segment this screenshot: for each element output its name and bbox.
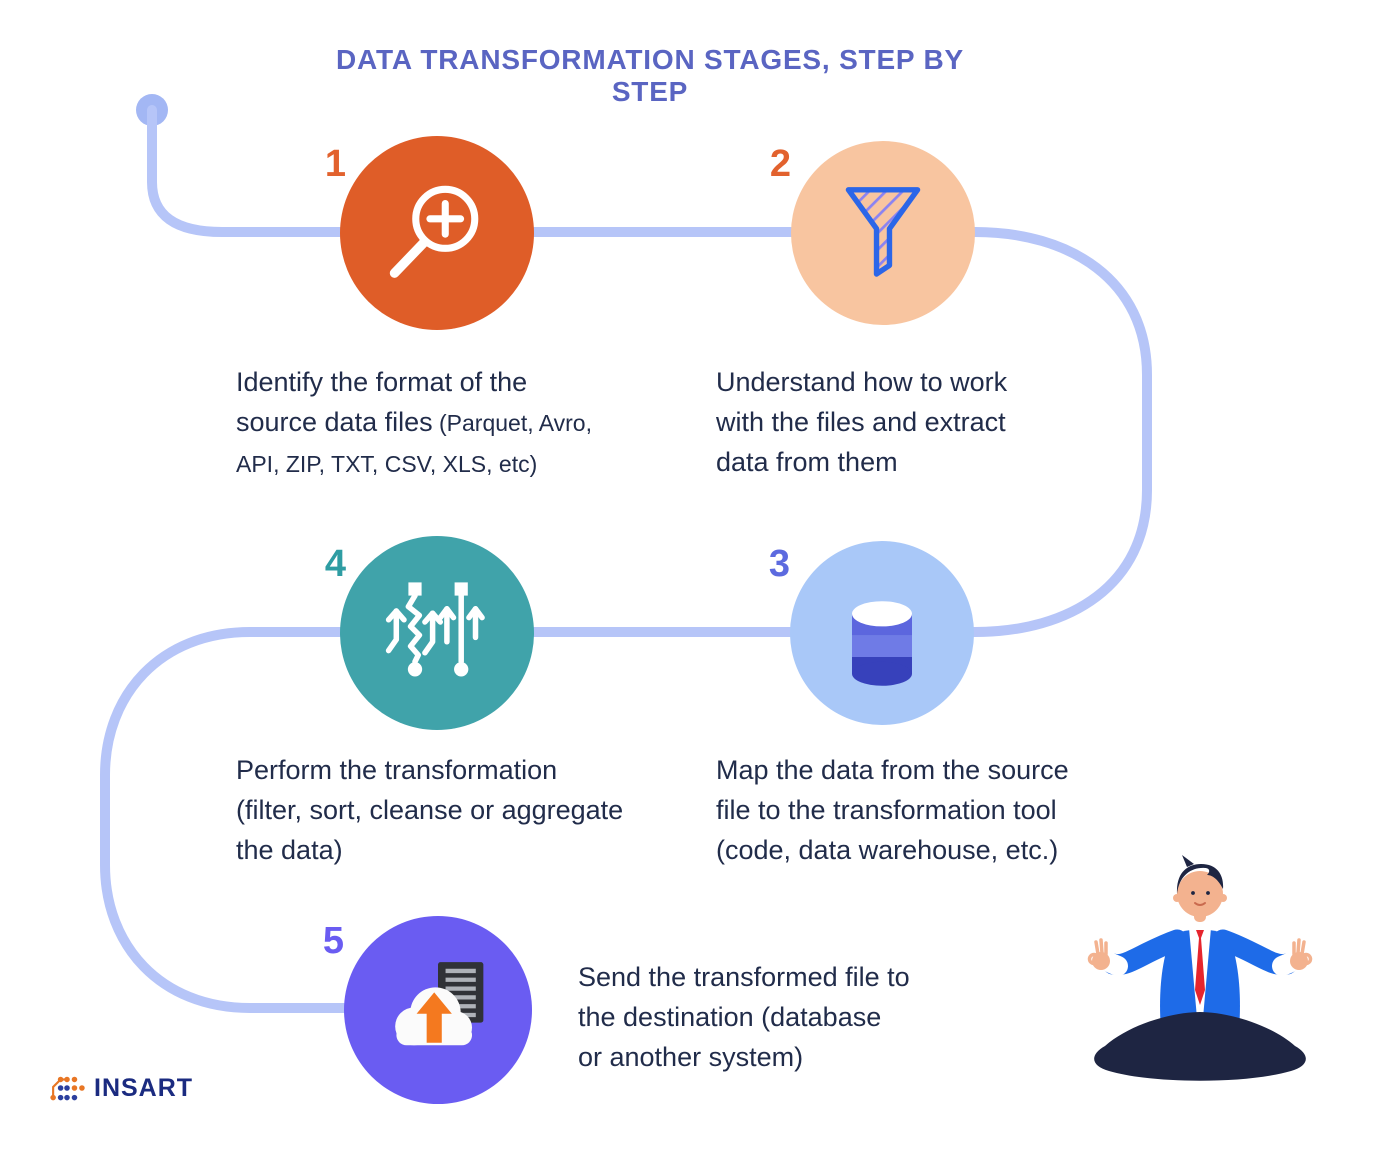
left-hand: [1087, 938, 1110, 970]
step-1-circle: [340, 136, 534, 330]
step-1-number: 1: [324, 143, 346, 185]
step-5-number: 5: [322, 920, 344, 962]
step-2-circle: [791, 141, 975, 325]
step-2-description: Understand how to work with the files an…: [716, 367, 1008, 477]
step-4-description: Perform the transformation (filter, sort…: [236, 755, 624, 865]
step-5-description: Send the transformed file to the destina…: [578, 962, 910, 1072]
meditating-businessman-illustration: [1087, 855, 1313, 1081]
step-2-number: 2: [769, 143, 791, 185]
right-hand: [1290, 938, 1313, 970]
upload-arrow-icon: [416, 992, 452, 1043]
step-1-description-detail: (Parquet, Avro, API, ZIP, TXT, CSV, XLS,…: [236, 410, 592, 477]
page-title: DATA TRANSFORMATION STAGES, STEP BY STEP: [336, 44, 964, 107]
step-5-circle: [344, 916, 532, 1104]
step-1-description-main: Identify the format of the source data f…: [236, 367, 528, 437]
insart-logo-text: INSART: [94, 1073, 194, 1102]
database-icon: [852, 601, 912, 686]
magnifier-plus-icon: [389, 185, 479, 278]
cloud-upload-document-icon: [395, 962, 484, 1046]
step-3-description: Map the data from the source file to the…: [716, 755, 1069, 865]
insart-logo: INSART: [48, 1072, 193, 1104]
transform-sort-icon: [385, 582, 485, 677]
step-1-description: Identify the format of the source data f…: [236, 362, 706, 484]
step-4-number: 4: [324, 543, 346, 585]
step-4-circle: [340, 536, 534, 730]
filter-funnel-icon: [845, 187, 921, 277]
step-3-circle: [790, 541, 974, 725]
insart-logo-icon: [50, 1076, 85, 1101]
step-3-number: 3: [768, 543, 790, 585]
